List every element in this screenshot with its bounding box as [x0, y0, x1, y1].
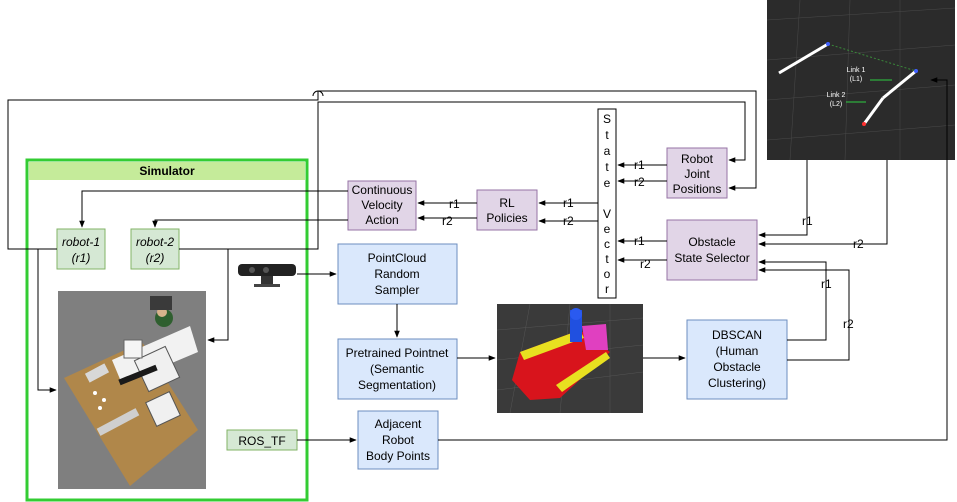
edge-dbscan-r2	[758, 267, 850, 361]
rviz-robot-links-image: Link 1 (L1) Link 2 (L2)	[766, 0, 956, 161]
connectors	[7, 77, 948, 443]
state-vector-char: V	[603, 207, 611, 221]
robot-2-id: (r2)	[146, 251, 165, 265]
edge-robot-2-to-render	[207, 249, 229, 343]
edge-label-r2: r2	[634, 175, 645, 189]
state-vector-label: S t a t e V e c t o r	[603, 112, 611, 296]
edge-label-r1: r1	[802, 214, 813, 228]
adjacent-robot-body-points-box	[357, 410, 439, 470]
pointcloud-random-sampler-box	[337, 243, 458, 305]
continuous-velocity-action-box	[347, 180, 417, 231]
dbscan-line-4: Clustering)	[708, 376, 766, 390]
robot-1-box	[56, 228, 106, 270]
robot-2-label: robot-2	[136, 235, 174, 249]
rviz-link-2-id: (L2)	[830, 101, 842, 108]
crossing-hop	[312, 90, 324, 97]
simulator-render-image	[58, 291, 206, 489]
simulator-frame	[25, 158, 309, 502]
pretrained-pointnet-line-3: Segmentation)	[358, 378, 436, 392]
edge-action-to-robot-1	[79, 190, 348, 228]
pretrained-pointnet-line-1: Pretrained Pointnet	[346, 346, 449, 360]
edge-dbscan-r1	[758, 259, 827, 341]
state-vector-char: t	[605, 252, 609, 266]
continuous-velocity-action-line-2: Velocity	[361, 198, 402, 212]
edge-label-r2: r2	[563, 214, 574, 228]
robot-joint-positions-line-2: Joint	[684, 167, 710, 181]
state-vector-char: S	[603, 112, 611, 126]
robot-joint-positions-box	[666, 147, 728, 199]
rl-policies-line-1: RL	[499, 196, 515, 210]
edge-label-r1: r1	[449, 197, 460, 211]
rviz-link-1-id: (L1)	[850, 76, 862, 83]
pointcloud-random-sampler-line-3: Sampler	[375, 283, 420, 297]
state-vector-char: e	[604, 222, 611, 236]
edge-label-r2: r2	[843, 317, 854, 331]
dbscan-line-3: Obstacle	[713, 360, 761, 374]
obstacle-state-selector-box	[666, 219, 758, 281]
state-vector-char: o	[604, 267, 611, 281]
edge-label-r1: r1	[634, 234, 645, 248]
adjacent-robot-body-points-line-1: Adjacent	[375, 417, 422, 431]
dbscan-line-1: DBSCAN	[712, 328, 762, 342]
rl-policies-box	[476, 189, 538, 231]
edge-label-r2: r2	[853, 237, 864, 251]
edge-action-to-robot-2	[152, 219, 348, 228]
state-vector-char: t	[605, 128, 609, 142]
dbscan-box	[686, 319, 788, 400]
edge-label-r1: r1	[821, 277, 832, 291]
obstacle-state-selector-line-2: State Selector	[674, 251, 749, 265]
pointcloud-random-sampler-line-2: Random	[374, 267, 419, 281]
edge-label-r1: r1	[634, 158, 645, 172]
robot-1-label: robot-1	[62, 235, 100, 249]
continuous-velocity-action-line-1: Continuous	[352, 183, 413, 197]
adjacent-robot-body-points-line-3: Body Points	[366, 449, 430, 463]
edge-robot-1-to-joints	[7, 90, 757, 250]
state-vector-char: t	[605, 160, 609, 174]
edge-body-points-to-rviz	[438, 77, 948, 441]
continuous-velocity-action-line-3: Action	[365, 213, 398, 227]
robot-1-id: (r1)	[72, 251, 91, 265]
edge-rviz-r1	[758, 160, 808, 238]
state-vector-char: e	[604, 176, 611, 190]
robot-2-box	[130, 228, 180, 270]
ros-tf-label: ROS_TF	[238, 434, 285, 448]
robot-joint-positions-line-1: Robot	[681, 152, 714, 166]
pointcloud-segmentation-image	[496, 303, 644, 414]
rl-policies-line-2: Policies	[486, 211, 527, 225]
state-vector-char: c	[604, 237, 610, 251]
rviz-link-2-label: Link 2	[827, 92, 846, 99]
edge-labels: r1 r2 r1 r2 r1 r2 r1 r2 r1 r2 r1 r2	[442, 158, 864, 331]
edge-label-r1: r1	[563, 196, 574, 210]
edge-rviz-r2	[758, 160, 888, 247]
edge-robot-1-to-render	[37, 249, 57, 393]
simulator-header	[29, 162, 305, 180]
state-vector-char: a	[604, 144, 611, 158]
state-vector-char: r	[605, 282, 609, 296]
robot-joint-positions-line-3: Positions	[673, 182, 722, 196]
edge-label-r2: r2	[640, 257, 651, 271]
pointcloud-random-sampler-line-1: PointCloud	[368, 251, 427, 265]
simulator-title: Simulator	[139, 164, 195, 178]
adjacent-robot-body-points-line-2: Robot	[382, 433, 415, 447]
pretrained-pointnet-box	[337, 338, 458, 400]
rviz-link-1-label: Link 1	[847, 67, 866, 74]
obstacle-state-selector-line-1: Obstacle	[688, 235, 736, 249]
edge-robot-2-to-joints	[179, 101, 746, 250]
pretrained-pointnet-line-2: (Semantic	[370, 362, 424, 376]
depth-camera-icon	[238, 264, 296, 287]
edge-label-r2: r2	[442, 214, 453, 228]
dbscan-line-2: (Human	[716, 344, 759, 358]
